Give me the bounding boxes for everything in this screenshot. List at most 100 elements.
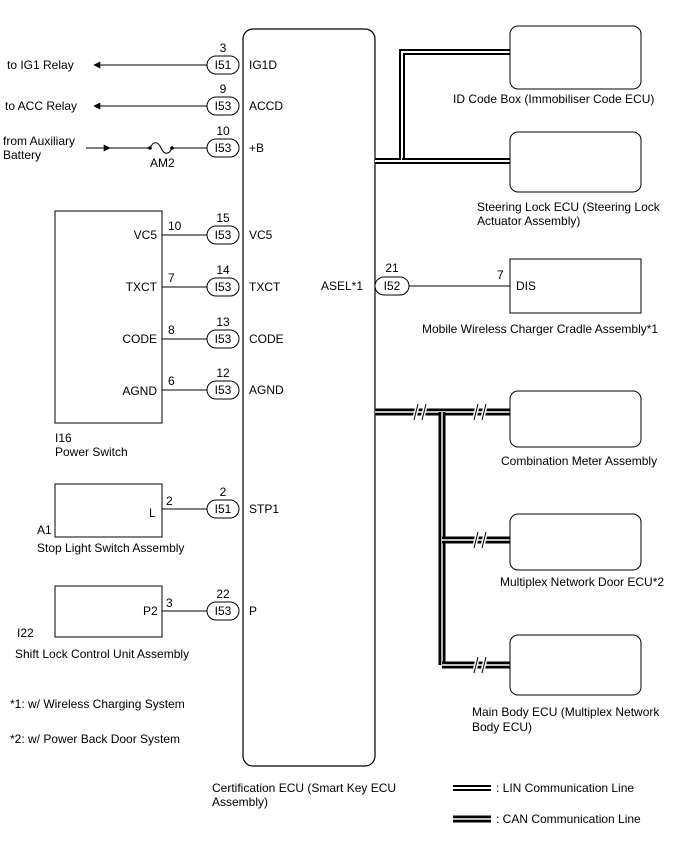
- terminal-label: ACCD: [249, 99, 283, 113]
- ecu-name-line2: Assembly): [212, 795, 268, 809]
- ecu-pin: I53 12 AGND: [206, 366, 284, 400]
- asel-pin-number: 21: [385, 261, 399, 275]
- shift-lock-box: [54, 585, 163, 638]
- connector-id: I53: [215, 141, 232, 155]
- ps-pin-label-vc5: VC5: [134, 228, 158, 242]
- fuse-terminal-left: [148, 146, 152, 150]
- connector-id: I53: [215, 383, 232, 397]
- ps-pin-num-code: 8: [168, 323, 175, 337]
- door-ecu-box: [509, 513, 642, 571]
- can-twist-mark: [473, 403, 487, 421]
- ecu-pin: I51 3 IG1D: [206, 41, 277, 75]
- note-power-back-door: *2: w/ Power Back Door System: [10, 732, 180, 746]
- shift-lock-pin-label: P2: [143, 604, 158, 618]
- terminal-label: AGND: [249, 383, 284, 397]
- pin-number: 10: [216, 124, 230, 138]
- asel-terminal-label: ASEL*1: [321, 279, 363, 293]
- ps-pin-label-txct: TXCT: [126, 280, 158, 294]
- can-twist-mark: [473, 531, 487, 549]
- stop-light-id: A1: [37, 523, 52, 537]
- am2-fuse-icon: [149, 142, 173, 154]
- asel-connector-id: I52: [384, 279, 401, 293]
- ps-pin-num-vc5: 10: [168, 219, 182, 233]
- id-code-box: [509, 25, 642, 90]
- connector-bubble: [206, 329, 240, 349]
- connector-bubble: [206, 225, 240, 245]
- main-body-ecu-box: [509, 634, 642, 696]
- steering-lock-label-1: Steering Lock ECU (Steering Lock: [477, 200, 661, 214]
- pin-number: 14: [216, 263, 230, 277]
- ecu-pin: I53 22 P: [206, 587, 257, 621]
- aux-battery-label-2: Battery: [3, 148, 41, 162]
- legend-can-label: : CAN Communication Line: [496, 812, 641, 826]
- combination-meter-label: Combination Meter Assembly: [501, 454, 657, 468]
- ecu-pin: I53 10 +B: [206, 124, 264, 158]
- ecu-pins: I51 3 IG1D I53 9 ACCD I53 10 +B I53 15 V…: [206, 41, 284, 621]
- connector-id: I51: [215, 502, 232, 516]
- ps-pin-label-code: CODE: [122, 332, 157, 346]
- ps-pin-num-txct: 7: [168, 271, 175, 285]
- id-code-box-label: ID Code Box (Immobiliser Code ECU): [453, 92, 654, 106]
- ps-pin-num-agnd: 6: [168, 374, 175, 388]
- connector-id: I53: [215, 99, 232, 113]
- am2-fuse-label: AM2: [150, 156, 175, 170]
- can-bus-group: [375, 403, 510, 674]
- terminal-label: CODE: [249, 332, 284, 346]
- legend: : LIN Communication Line : CAN Communica…: [453, 781, 641, 826]
- shift-lock-pin-num: 3: [166, 596, 173, 610]
- terminal-label: IG1D: [249, 58, 277, 72]
- ecu-pin: I53 9 ACCD: [206, 82, 283, 116]
- acc-relay-label: to ACC Relay: [5, 99, 77, 113]
- stop-light-pin-num: 2: [166, 494, 173, 508]
- shift-lock-id: I22: [17, 626, 34, 640]
- steering-lock-label-2: Actuator Assembly): [477, 214, 580, 228]
- pin-number: 15: [216, 211, 230, 225]
- power-switch-box: [54, 210, 163, 424]
- main-body-ecu-label-1: Main Body ECU (Multiplex Network: [472, 705, 660, 719]
- pin-number: 22: [216, 587, 230, 601]
- charger-pin-label: DIS: [516, 279, 536, 293]
- ecu-pin: I51 2 STP1: [206, 485, 279, 519]
- ps-pin-label-agnd: AGND: [122, 384, 157, 398]
- note-wireless-charging: *1: w/ Wireless Charging System: [10, 697, 185, 711]
- shift-lock-name: Shift Lock Control Unit Assembly: [15, 647, 189, 661]
- main-body-ecu-label-2: Body ECU): [472, 720, 532, 734]
- wireless-charger-box: [509, 258, 642, 314]
- connector-id: I53: [215, 228, 232, 242]
- lin-line-group: [375, 49, 510, 164]
- charger-pin-number: 7: [497, 268, 504, 282]
- connector-bubble: [206, 96, 240, 116]
- terminal-label: VC5: [249, 228, 273, 242]
- steering-lock-ecu-box: [509, 131, 642, 193]
- connector-id: I51: [215, 58, 232, 72]
- combination-meter-box: [509, 390, 642, 448]
- connector-bubble: [206, 55, 240, 75]
- ecu-pin: I53 13 CODE: [206, 315, 284, 349]
- stop-light-name: Stop Light Switch Assembly: [37, 541, 184, 555]
- connector-bubble: [206, 499, 240, 519]
- can-twist-mark: [413, 403, 427, 421]
- stop-light-pin-label: L: [149, 506, 156, 520]
- certification-ecu-body: [242, 28, 376, 767]
- terminal-label: +B: [249, 141, 264, 155]
- connector-bubble: [206, 601, 240, 621]
- lin-line-top: [375, 49, 510, 164]
- connector-id: I53: [215, 604, 232, 618]
- ig1-relay-label: to IG1 Relay: [7, 58, 74, 72]
- ecu-name-line1: Certification ECU (Smart Key ECU: [212, 781, 396, 795]
- terminal-label: P: [249, 604, 257, 618]
- ecu-pin: I53 14 TXCT: [206, 263, 281, 297]
- pin-number: 12: [216, 366, 230, 380]
- ecu-pin: I53 15 VC5: [206, 211, 273, 245]
- terminal-label: STP1: [249, 502, 279, 516]
- terminal-label: TXCT: [249, 280, 281, 294]
- power-switch-id: I16: [55, 431, 72, 445]
- connector-bubble: [206, 277, 240, 297]
- pin-number: 13: [216, 315, 230, 329]
- charger-name: Mobile Wireless Charger Cradle Assembly*…: [422, 322, 658, 336]
- pin-number: 2: [220, 485, 227, 499]
- legend-lin-label: : LIN Communication Line: [496, 781, 634, 795]
- door-ecu-label: Multiplex Network Door ECU*2: [500, 575, 664, 589]
- connector-id: I53: [215, 332, 232, 346]
